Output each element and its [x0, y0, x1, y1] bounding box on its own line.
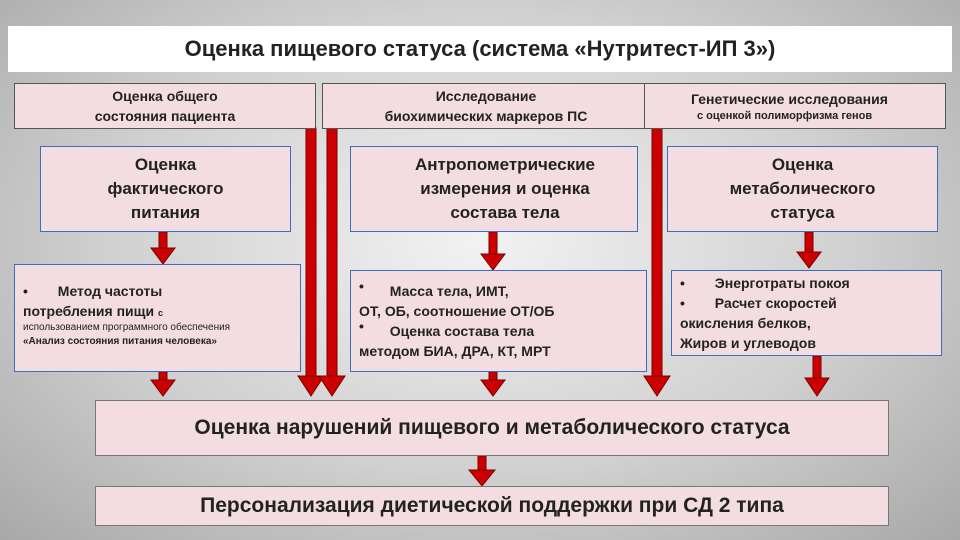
bottom-box-personalization: Персонализация диетической поддержки при…	[95, 486, 889, 526]
arrow-mid-center-shaft	[488, 231, 498, 257]
list-center-row-1: • Масса тела, ИМТ,	[359, 278, 638, 301]
list-right-item2-line2: окисления белков,	[680, 315, 811, 331]
arrow-list-right-head	[804, 377, 830, 397]
list-right-row-1: • Энерготраты покоя	[680, 273, 933, 293]
top-right-line-2: с оценкой полиморфизма генов	[697, 110, 873, 122]
arrow-mid-left-shaft	[158, 231, 168, 251]
list-box-food-frequency: • Метод частоты потребления пищи с испол…	[14, 264, 301, 372]
list-center-item1-line1: Масса тела, ИМТ,	[389, 283, 509, 299]
mid-right-line-3: статуса	[770, 203, 835, 222]
top-box-general-state: Оценка общего состояния пациента	[14, 83, 316, 129]
list-left-line-2: потребления пищи	[23, 303, 155, 319]
top-box-genetic: Генетические исследования с оценкой поли…	[644, 83, 946, 129]
arrow-list-center-shaft	[488, 371, 498, 383]
list-left-row-2: потребления пищи с	[23, 301, 292, 321]
top-box-biochemical: Исследование биохимических маркеров ПС	[322, 83, 650, 129]
list-left-line-2-small: с	[157, 308, 163, 318]
list-center-bullet-1: •	[359, 278, 364, 294]
page-title: Оценка пищевого статуса (система «Нутрит…	[8, 26, 952, 72]
list-left-row-1: • Метод частоты	[23, 281, 292, 301]
mid-center-line-1: Антропометрические	[414, 155, 595, 174]
top-center-line-1: Исследование	[435, 88, 537, 104]
arrow-bottom-shaft	[477, 455, 487, 473]
arrow-top-left-1-shaft	[305, 127, 317, 377]
list-box-anthropometry-items: • Масса тела, ИМТ, ОТ, ОБ, соотношение О…	[350, 270, 647, 372]
arrow-bottom-head	[467, 469, 497, 487]
mid-box-metabolic: Оценка метаболического статуса	[667, 146, 938, 232]
top-left-line-2: состояния пациента	[94, 108, 236, 124]
arrow-mid-right-shaft	[804, 231, 814, 255]
arrow-list-center-head	[480, 379, 506, 397]
bottom-box-assessment: Оценка нарушений пищевого и метаболическ…	[95, 400, 889, 456]
list-center-bullet-2: •	[359, 318, 364, 334]
arrow-mid-left-head	[150, 247, 176, 265]
mid-right-line-2: метаболического	[729, 179, 876, 198]
mid-left-line-1: Оценка	[134, 155, 197, 174]
arrow-top-left-1-head	[297, 375, 325, 397]
arrow-top-center-head	[643, 375, 671, 397]
list-center-item1-line2: ОТ, ОБ, соотношение ОТ/ОБ	[359, 303, 555, 319]
list-right-bullet-2: •	[680, 295, 685, 311]
mid-left-line-2: фактического	[107, 179, 224, 198]
mid-left-line-3: питания	[130, 203, 201, 222]
list-center-item2-line1: Оценка состава тела	[389, 323, 535, 339]
list-right-item2-line3: Жиров и углеводов	[680, 335, 816, 351]
list-right-item1: Энерготраты покоя	[714, 275, 850, 291]
mid-box-actual-nutrition: Оценка фактического питания	[40, 146, 291, 232]
list-right-row-2: • Расчет скоростей	[680, 293, 933, 313]
list-box-metabolic-items: • Энерготраты покоя • Расчет скоростей о…	[671, 270, 942, 356]
list-left-line-3: использованием программного обеспечения	[23, 322, 231, 333]
arrow-list-right-shaft	[812, 355, 822, 381]
arrow-mid-center-head	[480, 253, 506, 271]
top-center-line-2: биохимических маркеров ПС	[384, 108, 588, 124]
mid-box-anthropometry: Антропометрические измерения и оценка со…	[350, 146, 638, 232]
arrow-top-left-2-shaft	[326, 127, 338, 377]
list-center-item2-line2: методом БИА, ДРА, КТ, МРТ	[359, 343, 551, 359]
mid-center-line-3: состава тела	[450, 203, 560, 222]
arrow-mid-right-head	[796, 251, 822, 269]
arrow-top-left-2-head	[318, 375, 346, 397]
list-left-bullet: •	[23, 283, 28, 299]
top-left-line-1: Оценка общего	[112, 88, 218, 104]
mid-right-line-1: Оценка	[771, 155, 834, 174]
list-right-item2-line1: Расчет скоростей	[714, 295, 837, 311]
arrow-top-center-shaft	[651, 127, 663, 377]
list-center-row-3: • Оценка состава тела	[359, 318, 638, 341]
arrow-list-left-head	[150, 379, 176, 397]
list-left-line-1: Метод частоты	[57, 283, 163, 299]
top-right-line-1: Генетические исследования	[691, 91, 888, 107]
list-right-bullet-1: •	[680, 275, 685, 291]
arrow-list-left-shaft	[158, 371, 168, 383]
list-left-line-4: «Анализ состояния питания человека»	[23, 336, 217, 347]
mid-center-line-2: измерения и оценка	[420, 179, 590, 198]
